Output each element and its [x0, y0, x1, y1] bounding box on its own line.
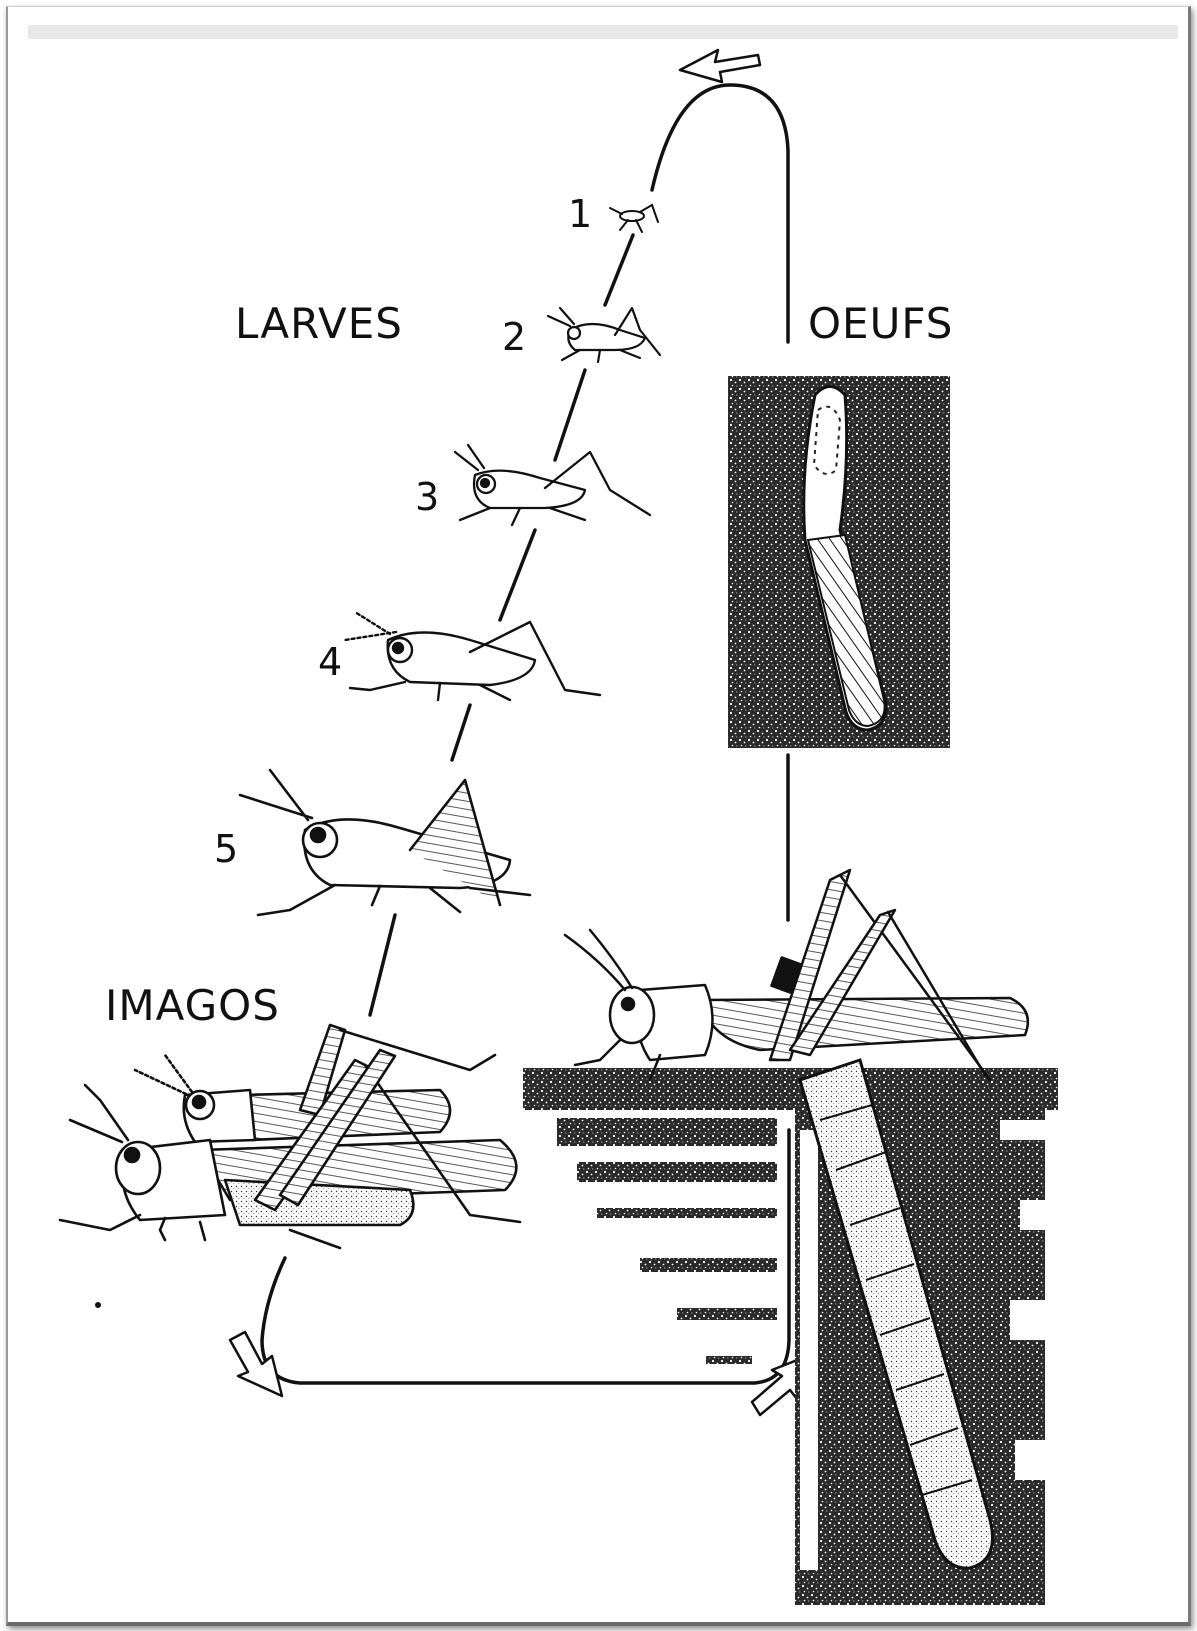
stage-number-3: 3 — [415, 478, 439, 516]
soil-gap — [1010, 1300, 1060, 1340]
arrow-bottom-left-icon — [230, 1332, 282, 1396]
cycle-path-segment — [605, 235, 633, 305]
hind-leg-tibia — [840, 875, 990, 1080]
label-larves: LARVES — [235, 303, 403, 345]
soil-strip — [677, 1308, 777, 1320]
larva-stage-1 — [610, 205, 658, 232]
soil-gap — [800, 1130, 818, 1570]
soil-strip — [557, 1118, 777, 1146]
stage-number-2: 2 — [502, 318, 526, 356]
soil-strip — [640, 1258, 777, 1272]
soil-surface — [523, 1068, 1058, 1110]
hind-leg-tibia — [888, 912, 985, 1075]
soil-gap — [1020, 1200, 1060, 1230]
larva-stage-5 — [240, 770, 530, 915]
scan-speck — [95, 1302, 101, 1308]
larva-stage-4 — [345, 612, 600, 700]
stage-number-1: 1 — [568, 195, 592, 233]
adult-female-laying — [565, 870, 1028, 1080]
larva-stage-2 — [548, 308, 660, 362]
cycle-path-segment — [555, 370, 585, 460]
cycle-path-top-arc — [652, 85, 788, 342]
cycle-path-segment — [452, 705, 470, 760]
cycle-path-segment — [370, 915, 395, 1015]
stage-number-5: 5 — [214, 830, 238, 868]
soil-strip — [597, 1208, 777, 1218]
label-imagos: IMAGOS — [105, 985, 280, 1027]
soil-gap — [1000, 1120, 1060, 1140]
cycle-path-segment — [500, 530, 535, 620]
stage-number-4: 4 — [318, 643, 342, 681]
foreleg — [575, 1040, 620, 1065]
egg-pod-illustration — [728, 376, 950, 748]
wing — [700, 998, 1028, 1050]
soil-section — [523, 1060, 1060, 1605]
eye — [622, 998, 634, 1010]
soil-strip — [706, 1356, 752, 1364]
label-oeufs: OEUFS — [808, 303, 953, 345]
soil-gap — [1015, 1440, 1060, 1480]
head — [610, 987, 654, 1043]
larva-stage-3 — [455, 445, 650, 525]
arrow-top-icon — [680, 50, 760, 82]
imago-pair — [60, 1025, 520, 1248]
soil-strip — [577, 1162, 777, 1182]
